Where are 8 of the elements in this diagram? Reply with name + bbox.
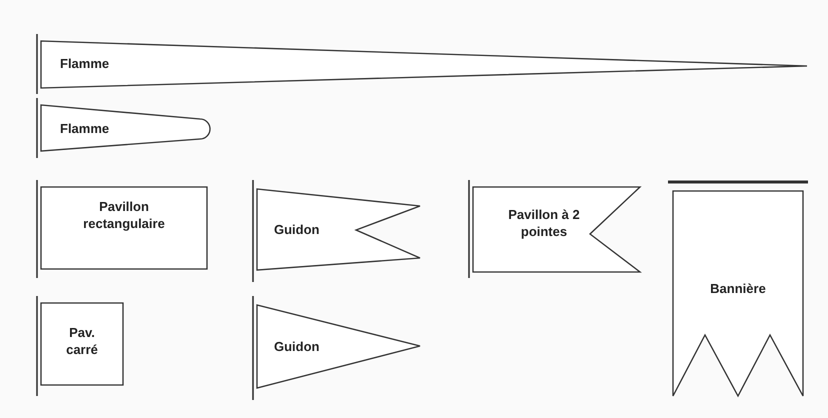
flag-label: Guidon xyxy=(274,221,320,238)
flag-label: Flamme xyxy=(60,120,110,137)
flag-label: Bannière xyxy=(709,280,767,297)
flag-label: Pavillon à 2 pointes xyxy=(507,206,581,240)
flag-label: Pav. carré xyxy=(65,324,99,358)
flag-label: Pavillon rectangulaire xyxy=(82,198,166,232)
flag-label: Flamme xyxy=(60,55,110,72)
flag-label: Guidon xyxy=(274,338,320,355)
